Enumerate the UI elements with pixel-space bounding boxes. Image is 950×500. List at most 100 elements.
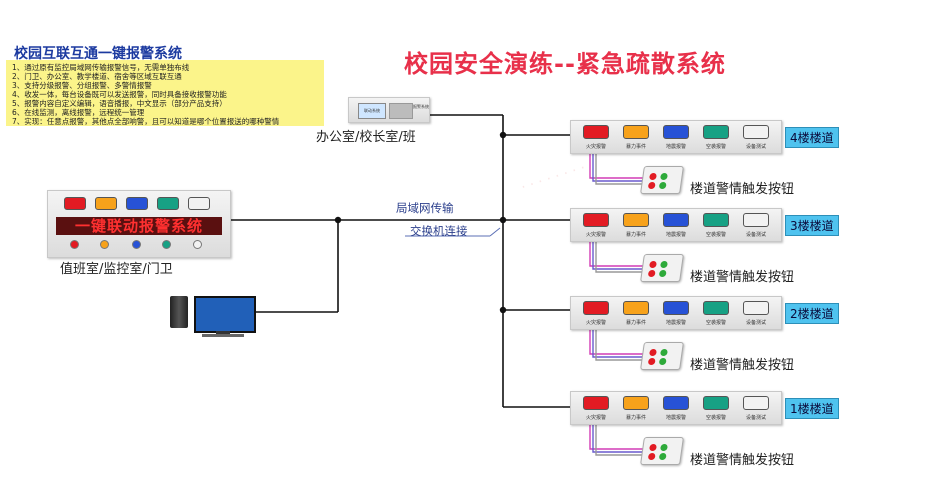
- signal-cable: [592, 152, 645, 182]
- corridor-trigger-button[interactable]: [640, 166, 684, 194]
- lamp-blue: [663, 125, 689, 139]
- signal-cable: [595, 423, 645, 456]
- junction-dot: [334, 216, 342, 224]
- corridor-trigger-button[interactable]: [640, 437, 684, 465]
- button-dot: [658, 358, 667, 365]
- lamp-caption: 暴力事件: [625, 320, 646, 326]
- lamp-orange: [623, 396, 649, 410]
- lamp-blue: [663, 301, 689, 315]
- floor-tag: 2楼楼道: [785, 303, 839, 324]
- lamp-white: [743, 213, 769, 227]
- lamp-orange: [623, 125, 649, 139]
- lamp-orange: [95, 197, 117, 210]
- lamp-caption: 空袭报警: [705, 320, 726, 326]
- button-dot: [658, 182, 667, 189]
- office-alarm-device: 联动系统 报警系统: [348, 97, 430, 123]
- switch-label: 交换机连接: [410, 224, 468, 238]
- floor-alarm-panel: 火灾报警暴力事件地震报警空袭报警设备测试: [570, 120, 782, 154]
- lamp-blue: [663, 213, 689, 227]
- lamp-white: [743, 125, 769, 139]
- lamp-teal: [157, 197, 179, 210]
- button-dot: [647, 358, 656, 365]
- info-panel-line: 5、报警内容自定义编辑，语音播报，中文显示（部分产品支持）: [12, 99, 227, 108]
- floor-tag: 1楼楼道: [785, 398, 839, 419]
- knob-orange[interactable]: [100, 240, 109, 249]
- signal-cable: [589, 328, 645, 355]
- info-panel-line: 7、实现：任意点报警，其他点全部响警，且可以知道是哪个位置报送的哪种警情: [12, 117, 280, 126]
- corridor-trigger-button[interactable]: [640, 342, 684, 370]
- lamp-caption: 暴力事件: [625, 232, 646, 238]
- lamp-caption: 设备测试: [745, 415, 766, 421]
- button-dot: [660, 173, 668, 180]
- button-dot: [649, 349, 657, 356]
- trigger-button-label: 楼道警情触发按钮: [690, 182, 795, 197]
- lamp-caption: 设备测试: [745, 232, 766, 238]
- knob-blue[interactable]: [132, 240, 141, 249]
- keyboard-icon: [202, 334, 244, 337]
- trigger-button-label: 楼道警情触发按钮: [690, 358, 795, 373]
- corridor-trigger-button[interactable]: [640, 254, 684, 282]
- lamp-caption: 设备测试: [745, 144, 766, 150]
- lamp-teal: [703, 301, 729, 315]
- info-panel-line: 6、在线监测，离线报警，远程统一管理: [12, 108, 145, 117]
- knob-white[interactable]: [193, 240, 202, 249]
- device-screen: 联动系统: [358, 103, 386, 119]
- button-dot: [649, 173, 657, 180]
- signal-cable: [592, 240, 645, 270]
- lamp-caption: 地震报警: [665, 415, 686, 421]
- trigger-button-label: 楼道警情触发按钮: [690, 270, 795, 285]
- knob-red[interactable]: [70, 240, 79, 249]
- signal-cable: [595, 240, 645, 273]
- lamp-white: [743, 301, 769, 315]
- lamp-orange: [623, 213, 649, 227]
- lamp-caption: 空袭报警: [705, 415, 726, 421]
- lamp-caption: 空袭报警: [705, 232, 726, 238]
- lamp-red: [583, 301, 609, 315]
- lamp-red: [583, 125, 609, 139]
- button-dot: [647, 453, 656, 460]
- device-display: [389, 103, 413, 119]
- lamp-white: [743, 396, 769, 410]
- duty-marquee: 一键联动报警系统: [56, 217, 222, 235]
- button-dot: [647, 182, 656, 189]
- signal-cable: [589, 240, 645, 267]
- signal-cable: [589, 152, 645, 179]
- lamp-caption: 火灾报警: [585, 320, 606, 326]
- floor-alarm-panel: 火灾报警暴力事件地震报警空袭报警设备测试: [570, 296, 782, 330]
- lamp-teal: [703, 125, 729, 139]
- button-dot: [649, 261, 657, 268]
- lamp-blue: [663, 396, 689, 410]
- info-panel-title: 校园互联互通一键报警系统: [14, 46, 182, 62]
- signal-cable: [592, 423, 645, 453]
- info-panel-line: 3、支持分级报警、分组报警、多警情报警: [12, 81, 152, 90]
- duty-room-label: 值班室/监控室/门卫: [60, 262, 173, 277]
- device-side-text: 报警系统: [413, 104, 429, 109]
- button-dot: [649, 444, 657, 451]
- signal-cable: [595, 152, 645, 185]
- junction-dot: [499, 131, 507, 139]
- signal-cable: [592, 328, 645, 358]
- lamp-caption: 火灾报警: [585, 232, 606, 238]
- lamp-caption: 地震报警: [665, 320, 686, 326]
- floor-alarm-panel: 火灾报警暴力事件地震报警空袭报警设备测试: [570, 208, 782, 242]
- lamp-caption: 暴力事件: [625, 415, 646, 421]
- knob-teal[interactable]: [162, 240, 171, 249]
- lamp-red: [583, 213, 609, 227]
- main-title: 校园安全演练--紧急疏散系统: [404, 50, 726, 78]
- lamp-red: [64, 197, 86, 210]
- floor-alarm-panel: 火灾报警暴力事件地震报警空袭报警设备测试: [570, 391, 782, 425]
- junction-dot: [499, 306, 507, 314]
- lamp-teal: [703, 396, 729, 410]
- signal-cable: [589, 423, 645, 450]
- lamp-red: [583, 396, 609, 410]
- lamp-caption: 空袭报警: [705, 144, 726, 150]
- monitor-stand: [216, 331, 230, 335]
- button-dot: [647, 270, 656, 277]
- lamp-white: [188, 197, 210, 210]
- trigger-button-label: 楼道警情触发按钮: [690, 453, 795, 468]
- info-panel-line: 1、通过原有监控局域网传输报警信号，无需单独布线: [12, 63, 190, 72]
- button-dot: [658, 453, 667, 460]
